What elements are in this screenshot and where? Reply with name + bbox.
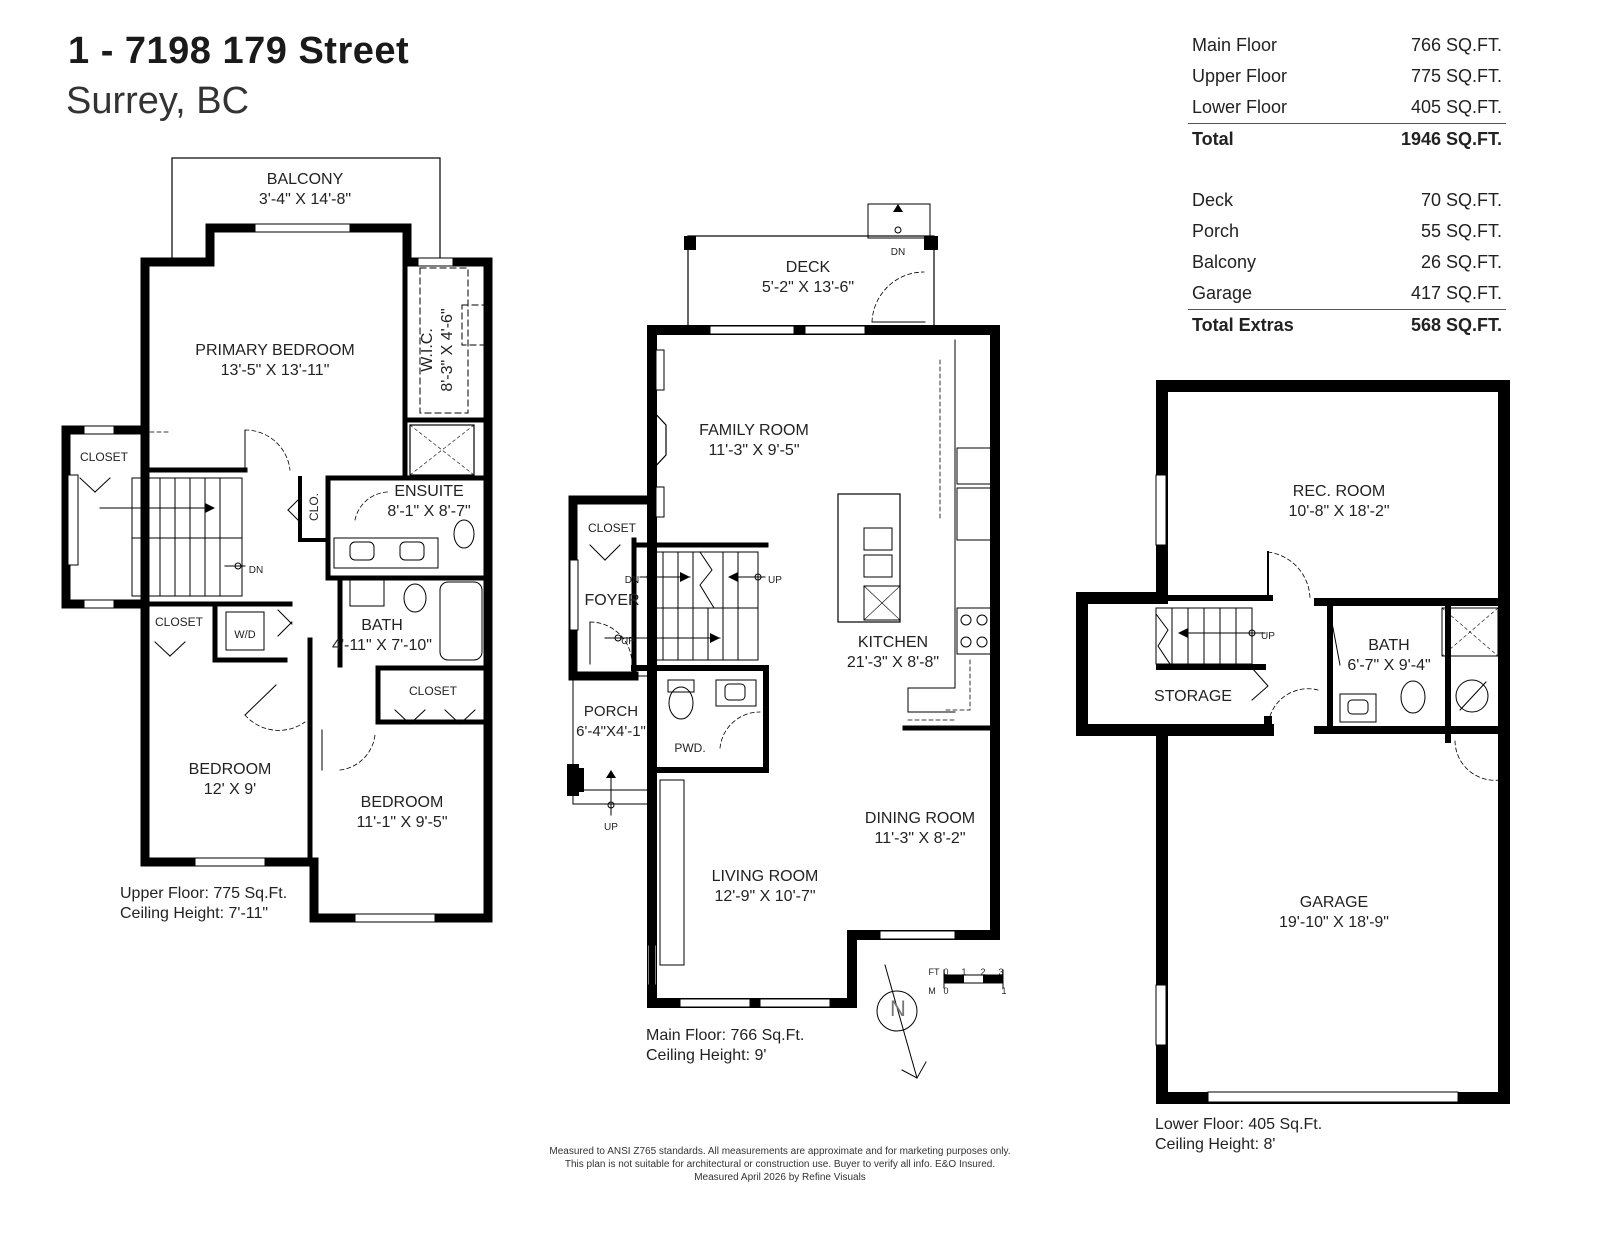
property-address: 1 - 7198 179 Street bbox=[68, 30, 410, 72]
lower-floor-plan bbox=[1076, 380, 1510, 1104]
stair-dn-upper: DN bbox=[248, 565, 264, 576]
disclaimer: Measured to ANSI Z765 standards. All mea… bbox=[549, 1146, 1011, 1183]
scale-tick-3: 3 bbox=[998, 967, 1004, 977]
room-closet-upper-3: CLOSET bbox=[408, 684, 458, 698]
room-foyer: FOYER bbox=[584, 592, 640, 609]
scale-tick-2: 2 bbox=[980, 967, 986, 977]
scale-tick-0: 0 bbox=[943, 967, 949, 977]
scale-tick-1: 1 bbox=[961, 967, 967, 977]
scale-ft-label: FT bbox=[928, 967, 940, 977]
room-closet-upper-2: CLOSET bbox=[154, 615, 204, 629]
upper-floor-caption: Upper Floor: 775 Sq.Ft.Ceiling Height: 7… bbox=[120, 885, 288, 922]
room-powder: PWD. bbox=[674, 741, 706, 755]
main-floor-caption: Main Floor: 766 Sq.Ft.Ceiling Height: 9' bbox=[646, 1027, 805, 1064]
scale-m-label: M bbox=[928, 986, 936, 996]
room-clo: CLO. bbox=[307, 492, 321, 522]
scale-m-tick-0: 0 bbox=[943, 986, 949, 996]
stair-dn-deck: DN bbox=[890, 247, 906, 258]
room-wic: W.I.C.8'-3" X 4'-6" bbox=[419, 308, 456, 392]
property-city: Surrey, BC bbox=[66, 80, 250, 122]
north-arrow-icon: N bbox=[890, 996, 906, 1021]
room-closet-main: CLOSET bbox=[587, 521, 637, 535]
stair-up-main: UP bbox=[768, 575, 782, 586]
stair-up-foyer: UP bbox=[621, 636, 635, 647]
lower-floor-caption: Lower Floor: 405 Sq.Ft.Ceiling Height: 8… bbox=[1155, 1116, 1323, 1153]
room-wd: W/D bbox=[234, 629, 256, 641]
main-floor-plan bbox=[567, 203, 1004, 1079]
room-closet-upper-1: CLOSET bbox=[79, 450, 129, 464]
upper-floor-plan bbox=[61, 157, 493, 923]
stair-up-porch: UP bbox=[604, 822, 618, 833]
scale-m-tick-1: 1 bbox=[1001, 986, 1007, 996]
stair-dn-main: DN bbox=[624, 575, 640, 586]
stair-up-lower: UP bbox=[1261, 631, 1275, 642]
room-storage: STORAGE bbox=[1154, 688, 1232, 705]
